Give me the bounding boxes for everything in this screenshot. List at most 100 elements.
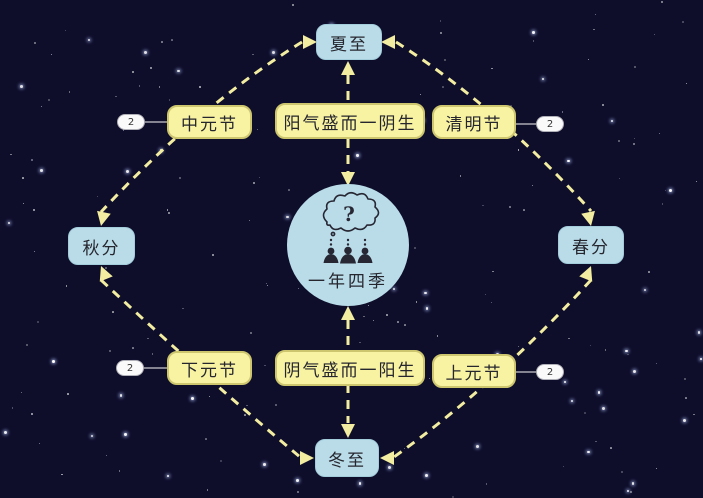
node-yin-note[interactable]: 阴气盛而一阳生: [275, 350, 425, 386]
star: [452, 495, 455, 498]
star: [653, 33, 655, 35]
star: [22, 202, 25, 205]
star: [392, 288, 395, 291]
star: [131, 71, 134, 74]
star: [191, 396, 194, 400]
star: [297, 490, 300, 493]
star: [112, 310, 115, 313]
star: [542, 78, 545, 81]
node-autumn-equinox[interactable]: 秋分: [68, 227, 135, 265]
star: [182, 307, 184, 310]
star: [250, 331, 253, 334]
star: [199, 86, 201, 88]
star: [508, 205, 511, 208]
star: [699, 357, 702, 360]
star: [648, 271, 651, 273]
star: [272, 51, 276, 54]
star: [262, 463, 266, 466]
node-qingming-festival[interactable]: 清明节: [432, 105, 516, 139]
arrowhead: [581, 210, 595, 226]
star: [630, 491, 633, 494]
star: [297, 287, 299, 290]
drip-dot: [329, 238, 333, 242]
star: [601, 103, 604, 106]
node-xiayuan-festival[interactable]: 下元节: [167, 351, 252, 385]
star: [248, 220, 250, 222]
star: [266, 282, 268, 284]
star: [114, 95, 117, 98]
star: [11, 407, 14, 410]
star: [31, 413, 33, 415]
node-spring-equinox[interactable]: 春分: [558, 226, 624, 264]
drip-dot: [363, 243, 367, 246]
star: [87, 39, 90, 42]
star: [96, 195, 98, 197]
star: [633, 137, 636, 139]
star: [420, 94, 422, 96]
node-shangyuan-festival[interactable]: 上元节: [432, 354, 516, 388]
star: [363, 315, 365, 318]
thought-cloud-people-icon: ?: [322, 191, 380, 264]
star: [436, 335, 439, 337]
node-yang-note[interactable]: 阳气盛而一阴生: [275, 103, 425, 139]
star: [158, 86, 161, 88]
star: [109, 349, 112, 352]
node-zhongyuan-festival[interactable]: 中元节: [167, 105, 252, 139]
star: [367, 305, 369, 307]
arrowhead: [341, 61, 355, 75]
star: [661, 1, 663, 3]
question-mark: ?: [343, 202, 355, 226]
star: [481, 204, 484, 207]
star: [593, 28, 595, 30]
star: [518, 149, 520, 151]
node-label: 上元节: [445, 363, 503, 384]
star: [662, 203, 664, 205]
collapsed-count-badge[interactable]: 2: [117, 114, 145, 130]
root-node-label: 一年四季: [308, 272, 388, 292]
star: [19, 85, 23, 88]
star: [37, 320, 40, 323]
star: [205, 438, 207, 440]
star: [358, 482, 361, 485]
star: [695, 180, 698, 182]
star: [631, 482, 635, 485]
node-summer-solstice[interactable]: 夏至: [316, 24, 382, 60]
star: [266, 285, 269, 287]
star: [633, 143, 636, 146]
star: [532, 40, 535, 43]
star: [118, 470, 121, 472]
star: [665, 189, 667, 191]
collapsed-count-badge[interactable]: 2: [536, 116, 564, 132]
collapsed-count-badge[interactable]: 2: [116, 360, 144, 376]
node-label: 冬至: [328, 450, 366, 471]
node-winter-solstice[interactable]: 冬至: [315, 439, 379, 477]
star: [567, 159, 570, 163]
star: [171, 39, 173, 41]
star: [587, 451, 590, 454]
star: [126, 169, 130, 173]
star: [7, 222, 10, 225]
star: [138, 85, 140, 87]
star: [517, 346, 519, 348]
star: [584, 412, 587, 414]
star: [611, 119, 614, 123]
star: [627, 489, 630, 493]
arrowhead: [303, 35, 317, 49]
star: [253, 181, 256, 184]
star: [178, 176, 181, 179]
star: [563, 465, 565, 468]
node-label: 清明节: [445, 114, 503, 135]
star: [658, 132, 660, 134]
star: [372, 320, 374, 322]
node-four-seasons-root[interactable]: ? 一: [287, 184, 409, 306]
star: [621, 470, 624, 473]
node-label: 春分: [572, 237, 610, 258]
star: [561, 111, 564, 113]
star: [531, 31, 535, 34]
arrowhead: [341, 424, 355, 438]
star: [64, 29, 67, 31]
star: [632, 369, 636, 373]
star: [597, 391, 601, 395]
collapsed-count-badge[interactable]: 2: [536, 364, 564, 380]
